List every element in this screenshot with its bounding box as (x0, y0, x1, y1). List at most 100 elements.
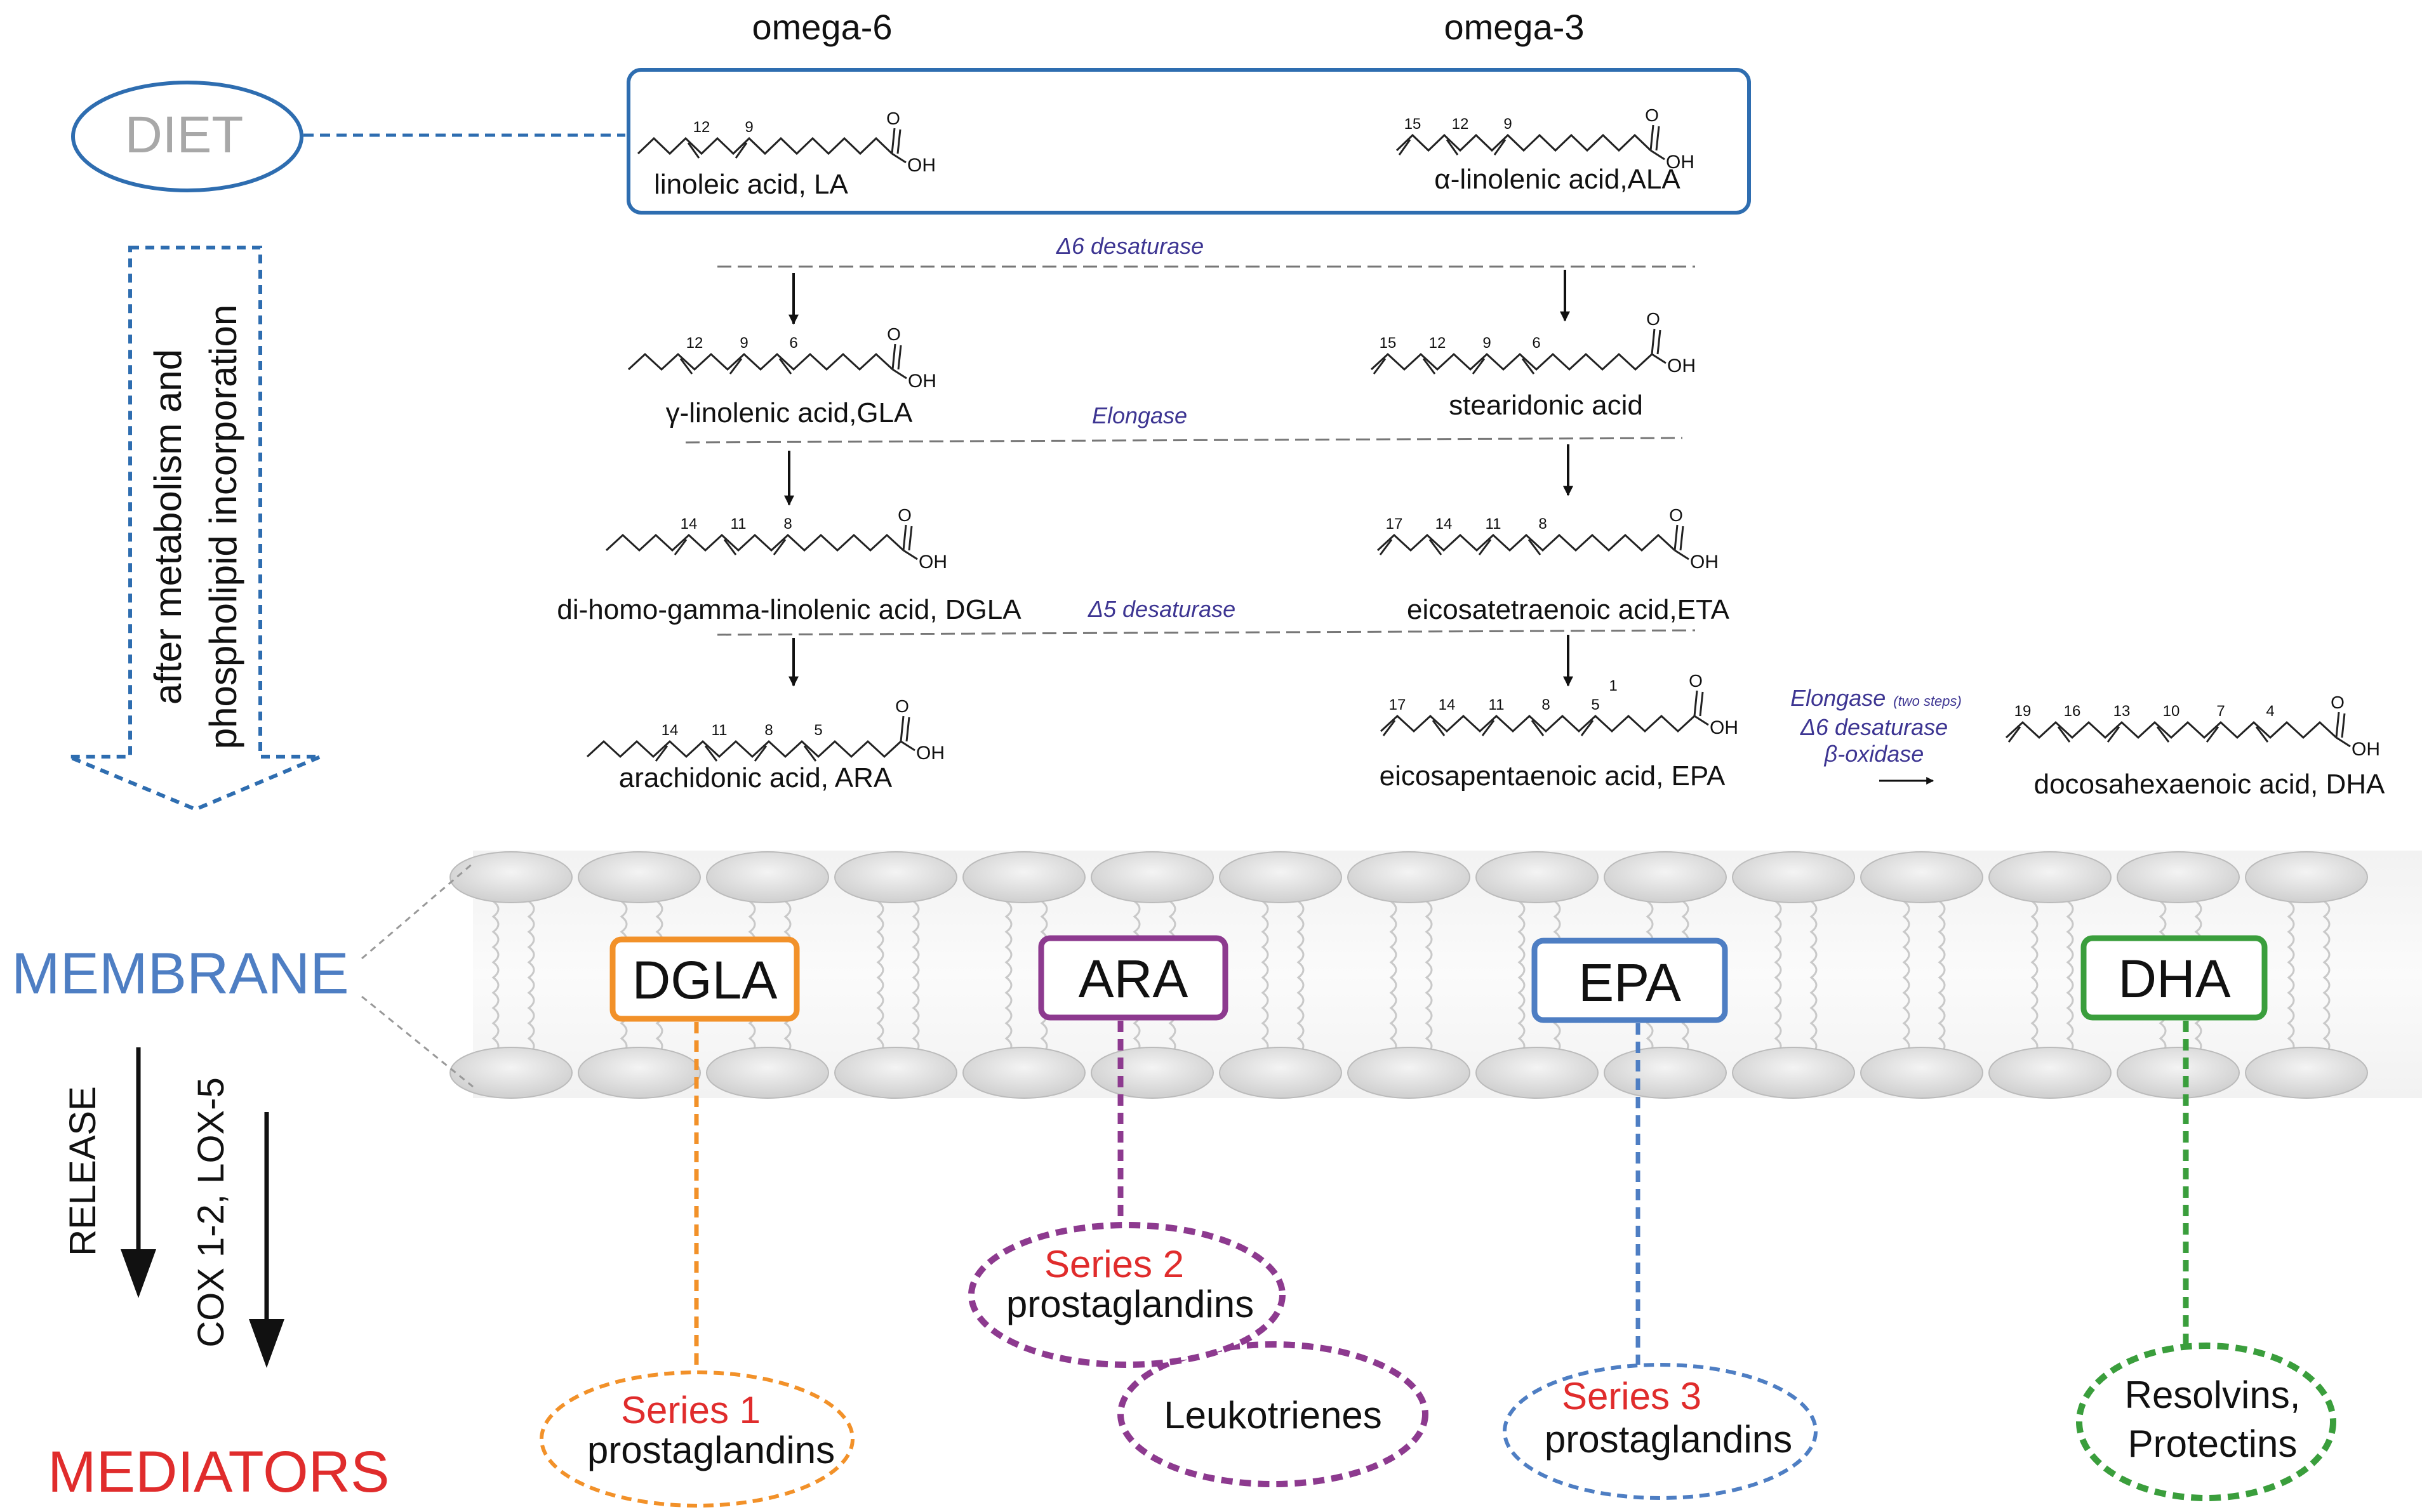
dha-box-label: DHA (2118, 949, 2230, 1009)
double-bond (1382, 720, 1396, 736)
leukotrienes-label: Leukotrienes (1164, 1394, 1382, 1436)
lipid-head-bottom (1860, 1047, 1983, 1099)
position-number: 12 (1429, 335, 1446, 352)
d5-step-line (717, 629, 1696, 636)
double-bond (1379, 539, 1393, 555)
oxygen-label: O (1646, 309, 1660, 329)
lipid-head-top (1604, 851, 1727, 903)
chain-ara (586, 739, 902, 759)
double-bond (1493, 139, 1507, 156)
double-bond (679, 358, 693, 375)
resolvins-label: Resolvins, (2125, 1374, 2301, 1416)
dha-d6-label: Δ6 desaturase (1800, 714, 1948, 740)
carbonyl-bond-2 (2341, 713, 2346, 738)
carbonyl-bond (900, 715, 905, 742)
release-label: RELEASE (62, 1086, 103, 1256)
lipid-head-bottom (962, 1047, 1086, 1099)
mediator-series3: Series 3 prostaglandins (1503, 1363, 1818, 1500)
chain-la (637, 136, 893, 156)
hydroxyl-label: OH (1690, 552, 1719, 573)
hydroxyl-label: OH (919, 552, 947, 573)
position-number: 17 (1389, 696, 1406, 713)
resolvins-ellipse (2076, 1343, 2336, 1501)
double-bond (1580, 720, 1594, 736)
hydroxyl-bond (1674, 549, 1689, 560)
double-bond (723, 539, 737, 555)
lipid-head-bottom (1604, 1047, 1727, 1099)
carbonyl-bond (1649, 124, 1654, 151)
membrane-box-dha: DHA (2080, 935, 2268, 1021)
mediator-series1: Series 1 prostaglandins (540, 1370, 855, 1508)
hydroxyl-bond (891, 152, 907, 164)
double-bond (1478, 539, 1492, 555)
d6-desaturase-label: Δ6 desaturase (1056, 233, 1204, 259)
position-number: 8 (764, 722, 773, 739)
oxygen-label: O (2331, 693, 2345, 712)
position-number: 8 (1541, 696, 1550, 713)
position-number: 1 (1609, 677, 1617, 694)
lipid-head-bottom (706, 1047, 829, 1099)
series1-sub: prostaglandins (587, 1429, 835, 1471)
hydroxyl-label: OH (908, 371, 936, 392)
position-number: 4 (2266, 703, 2274, 720)
lipid-tail (1774, 900, 1782, 1055)
lipid-head-top (449, 851, 573, 903)
position-number: 17 (1386, 515, 1403, 533)
carbonyl-bond-2 (1679, 526, 1684, 551)
mediator-resolvins: Resolvins, Protectins (2076, 1343, 2336, 1501)
dha-box (2080, 935, 2268, 1021)
double-bond (754, 745, 768, 762)
membrane-box-ara: ARA (1038, 935, 1228, 1021)
double-bond (1373, 358, 1387, 375)
lipid-head-top (962, 851, 1086, 903)
lipid-tail (1389, 900, 1397, 1055)
position-number: 6 (1532, 335, 1540, 352)
lipid-head-top (1860, 851, 1983, 903)
double-bond (2057, 726, 2071, 743)
carbonyl-bond-2 (1656, 329, 1661, 355)
lipid-tail (1938, 900, 1946, 1055)
position-number: 9 (740, 335, 748, 352)
oxygen-label: O (886, 109, 900, 128)
membrane-zoom-line-top (361, 862, 474, 960)
lipid-head-top (834, 851, 957, 903)
membrane-zoom-line-bottom (361, 995, 474, 1088)
double-bond (729, 358, 743, 375)
carbonyl-bond-2 (1699, 691, 1704, 717)
carbonyl-bond (891, 128, 896, 154)
position-number: 15 (1380, 335, 1397, 352)
position-number: 9 (1482, 335, 1491, 352)
position-number: 11 (712, 722, 728, 739)
carbonyl-bond-2 (897, 345, 902, 370)
double-bond (803, 745, 817, 762)
omega3-header: omega-3 (1444, 7, 1584, 47)
position-number: 8 (783, 515, 792, 533)
diet-acids-box (627, 68, 1751, 215)
lipid-head-top (706, 851, 829, 903)
carbonyl-bond (1693, 690, 1698, 717)
double-bond (1446, 139, 1459, 156)
lipid-tail (1425, 900, 1433, 1055)
acid-label-gla: γ-linolenic acid,GLA (666, 397, 913, 428)
acid-label-eta: eicosatetraenoic acid,ETA (1407, 594, 1730, 625)
chain-ala (1395, 133, 1652, 152)
acid-label-dha: docosahexaenoic acid, DHA (2034, 769, 2385, 800)
acid-label-epa: eicosapentaenoic acid, EPA (1380, 760, 1726, 792)
hydroxyl-label: OH (916, 743, 945, 764)
hydroxyl-label: OH (1667, 355, 1696, 376)
lipid-head-top (1988, 851, 2112, 903)
lipid-head-top (1475, 851, 1599, 903)
oxygen-label: O (1689, 671, 1703, 691)
acid-label-la: linoleic acid, LA (654, 169, 848, 200)
carbonyl-bond (902, 524, 907, 551)
lipid-head-bottom (1219, 1047, 1342, 1099)
carbonyl-bond (1651, 328, 1656, 355)
carbonyl-bond (2335, 712, 2340, 738)
leukotrienes-ellipse (1117, 1341, 1428, 1487)
chain-sda (1370, 352, 1653, 371)
double-bond (773, 539, 787, 555)
lipid-head-bottom (578, 1047, 701, 1099)
